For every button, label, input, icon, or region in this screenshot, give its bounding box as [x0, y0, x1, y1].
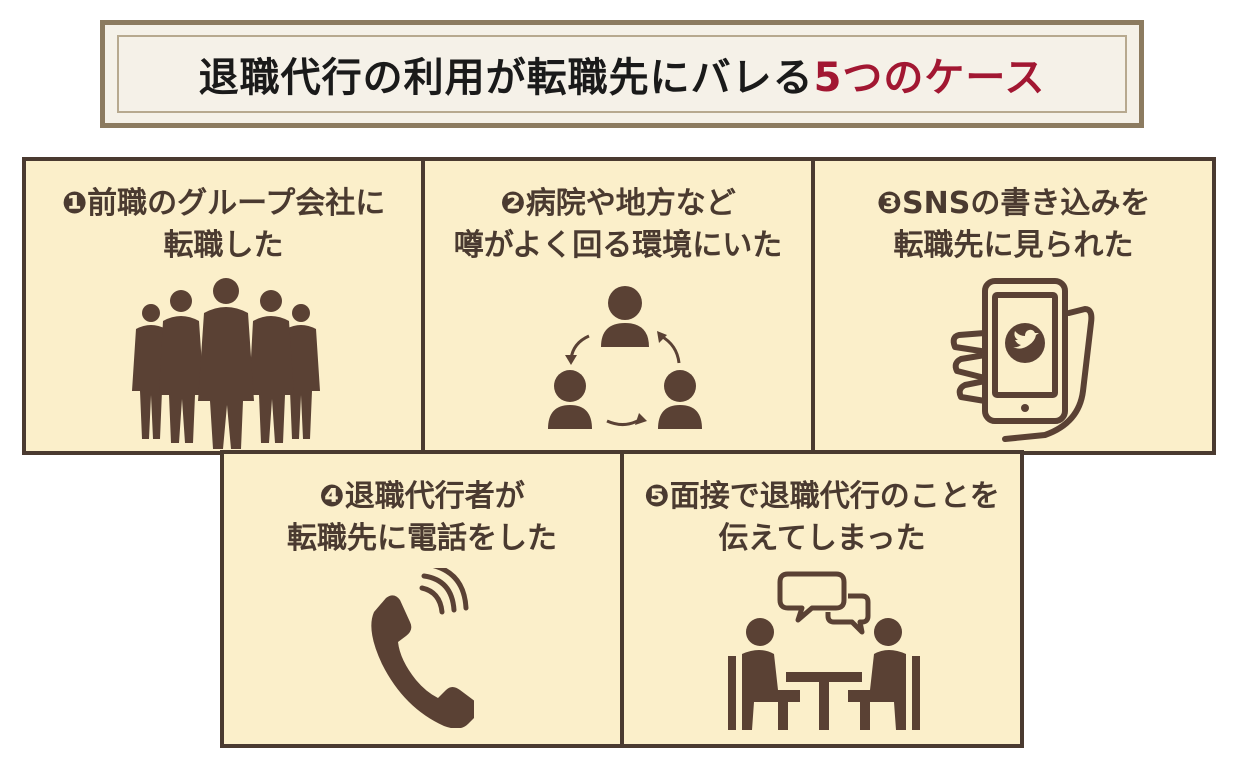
case-5-line-1: ❺面接で退職代行のことを — [644, 479, 1000, 514]
case-3-line-2: 転職先に見られた — [893, 228, 1134, 263]
case-4-line-1: ❹退職代行者が — [319, 479, 525, 514]
case-5-line-2: 伝えてしまった — [718, 521, 926, 556]
title-accent: 5つのケース — [813, 55, 1046, 101]
case-title-2: ❷病院や地方など 噂がよく回る環境にいた — [425, 183, 811, 267]
case-card-1: ❶前職のグループ会社に 転職した — [22, 157, 425, 455]
case-1-line-2: 転職した — [163, 228, 284, 263]
case-title-4: ❹退職代行者が 転職先に電話をした — [224, 476, 620, 560]
rumor-cycle-icon — [548, 286, 702, 429]
case-1-line-1: ❶前職のグループ会社に — [61, 186, 386, 221]
case-title-1: ❶前職のグループ会社に 転職した — [26, 183, 421, 267]
case-2-line-1: ❷病院や地方など — [500, 186, 736, 221]
interview-icon — [728, 571, 920, 730]
title-banner: 退職代行の利用が転職先にバレる5つのケース — [100, 20, 1144, 128]
case-card-5: ❺面接で退職代行のことを 伝えてしまった — [620, 450, 1024, 748]
people-group-icon — [132, 278, 320, 449]
page-title: 退職代行の利用が転職先にバレる5つのケース — [199, 45, 1046, 103]
case-title-3: ❸SNSの書き込みを 転職先に見られた — [815, 183, 1212, 267]
case-title-5: ❺面接で退職代行のことを 伝えてしまった — [624, 476, 1020, 560]
title-inner-frame: 退職代行の利用が転職先にバレる5つのケース — [117, 35, 1127, 113]
title-main: 退職代行の利用が転職先にバレる — [198, 55, 814, 101]
case-card-4: ❹退職代行者が 転職先に電話をした — [220, 450, 624, 748]
case-card-2: ❷病院や地方など 噂がよく回る環境にいた — [421, 157, 815, 455]
case-card-3: ❸SNSの書き込みを 転職先に見られた — [811, 157, 1216, 455]
smartphone-twitter-icon — [950, 278, 1095, 442]
case-4-line-2: 転職先に電話をした — [287, 521, 557, 556]
case-3-line-1: ❸SNSの書き込みを — [876, 186, 1151, 221]
phone-icon — [371, 568, 474, 728]
case-2-line-2: 噂がよく回る環境にいた — [453, 228, 783, 263]
